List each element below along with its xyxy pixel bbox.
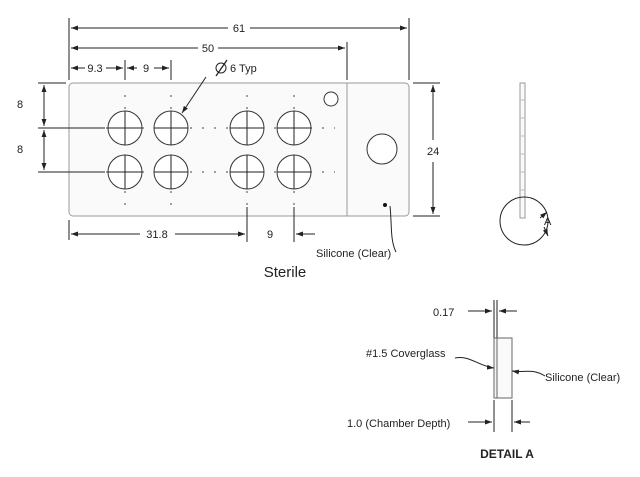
well (229, 110, 265, 146)
detail-title: DETAIL A (480, 447, 534, 461)
well (276, 154, 312, 190)
coverglass-label: #1.5 Coverglass (366, 348, 446, 360)
diameter-symbol-icon (215, 59, 228, 77)
well (276, 110, 312, 146)
dim-row-pitch-2: 8 (17, 144, 23, 156)
small-port-hole (323, 91, 339, 107)
dim-first-well-offset: 9.3 (87, 63, 102, 75)
well (107, 154, 143, 190)
material-label-front: Silicone (Clear) (316, 248, 391, 260)
well (229, 154, 265, 190)
well (153, 110, 189, 146)
side-view (499, 82, 549, 246)
well (153, 154, 189, 190)
dim-left-group-width: 31.8 (146, 229, 167, 241)
dim-chamber-depth: 1.0 (Chamber Depth) (347, 418, 450, 430)
dim-row-pitch-1: 8 (17, 99, 23, 111)
slide-outline (68, 82, 410, 217)
material-dot (383, 203, 387, 207)
dim-well-pitch-x: 9 (143, 63, 149, 75)
dim-thickness: 0.17 (433, 307, 454, 319)
dimension-lines (38, 18, 440, 253)
well (107, 110, 143, 146)
large-port-hole (366, 133, 398, 165)
sterile-label: Sterile (264, 264, 307, 281)
dim-overall-length: 61 (233, 23, 245, 35)
detail-view (454, 300, 546, 432)
front-view (58, 82, 410, 217)
detail-marker: A (544, 216, 552, 228)
dim-well-span: 50 (202, 43, 214, 55)
material-label-detail: Silicone (Clear) (545, 372, 620, 384)
dim-group-gap: 9 (267, 229, 273, 241)
silicone-layer (496, 337, 513, 399)
detail-circle (499, 196, 549, 246)
dim-height: 24 (427, 146, 439, 158)
hole-callout: 6 Typ (230, 63, 257, 75)
